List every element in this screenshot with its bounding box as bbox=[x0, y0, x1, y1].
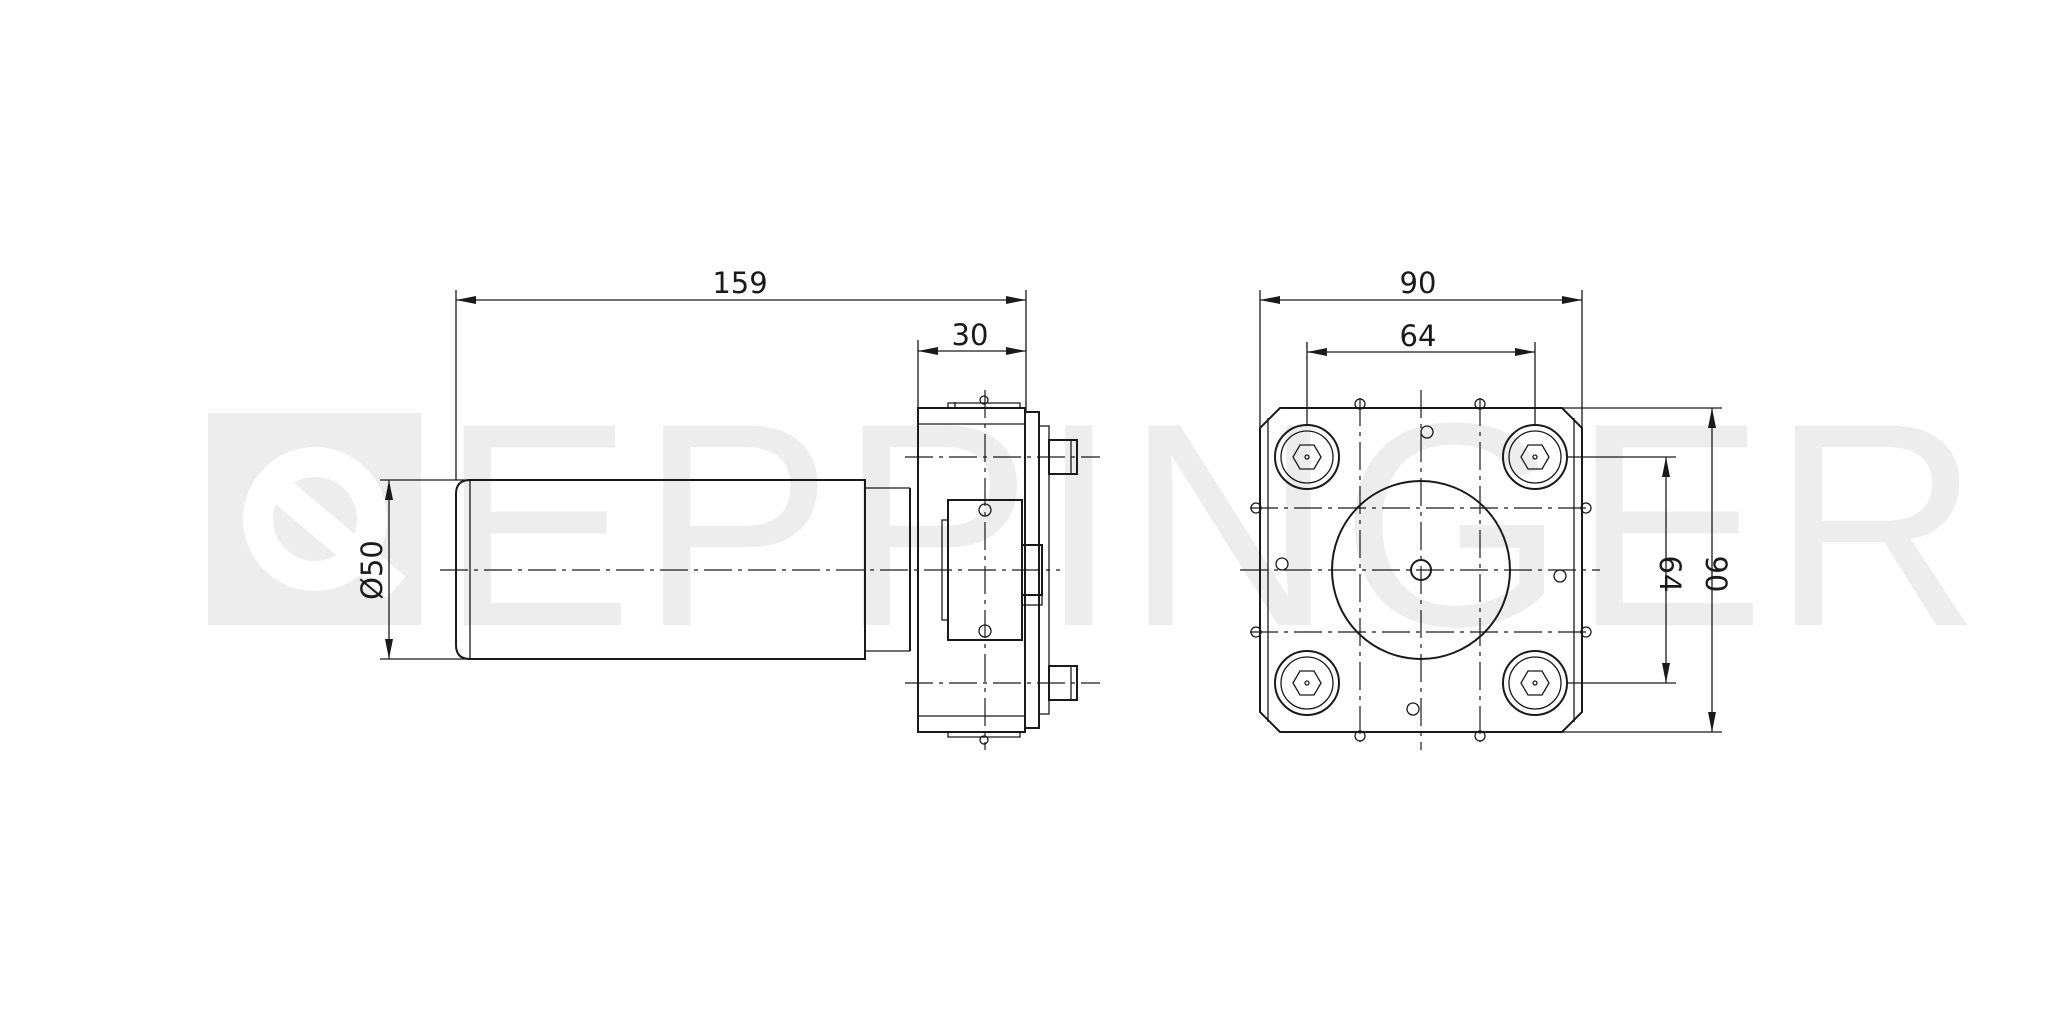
dim-90h-arrow-top bbox=[1708, 408, 1716, 428]
flange-top-pin bbox=[979, 395, 989, 405]
flange-bottom-lip bbox=[947, 732, 1021, 738]
dim-d50-arrow-top bbox=[385, 480, 393, 500]
dim-159-arrow-left bbox=[456, 296, 476, 304]
dim-90w-arrow-right bbox=[1562, 296, 1582, 304]
watermark-text: EPPINGER bbox=[440, 363, 1987, 687]
dim-d50-label: Ø50 bbox=[355, 540, 389, 600]
dim-30-arrow-left bbox=[918, 347, 938, 355]
dim-64v-arrow-top bbox=[1662, 457, 1670, 477]
side-key-lower bbox=[1021, 594, 1043, 606]
bolt-bottom-left bbox=[1274, 650, 1340, 716]
flange-top-lip bbox=[947, 402, 1021, 408]
dim-90w-label: 90 bbox=[1400, 266, 1437, 300]
dim-30-label: 30 bbox=[952, 318, 989, 352]
dim-90h-arrow-bottom bbox=[1708, 712, 1716, 732]
dim-30-arrow-right bbox=[1006, 347, 1026, 355]
dim-159-arrow-right bbox=[1006, 296, 1026, 304]
dim-90w-arrow-left bbox=[1260, 296, 1280, 304]
dim-64h-arrow-right bbox=[1515, 348, 1535, 356]
dim-90h-label: 90 bbox=[1699, 556, 1733, 593]
dim-64h-label: 64 bbox=[1400, 319, 1437, 353]
small-hole-bottom bbox=[1406, 702, 1420, 716]
small-hole-left bbox=[1275, 557, 1289, 571]
flange-bottom-pin bbox=[979, 735, 989, 745]
dim-64h-arrow-left bbox=[1307, 348, 1327, 356]
dim-d50-arrow-bottom bbox=[385, 639, 393, 659]
front-view: 90 64 64 90 bbox=[1240, 266, 1733, 750]
small-hole-top bbox=[1420, 425, 1434, 439]
watermark-logo: EPPINGER bbox=[208, 363, 1987, 687]
dim-159-label: 159 bbox=[712, 266, 767, 300]
dim-64v-label: 64 bbox=[1653, 556, 1687, 593]
watermark-logo-slash bbox=[254, 465, 406, 598]
dim-64v-arrow-bottom bbox=[1662, 663, 1670, 683]
side-view: 159 30 Ø50 bbox=[355, 266, 1100, 750]
